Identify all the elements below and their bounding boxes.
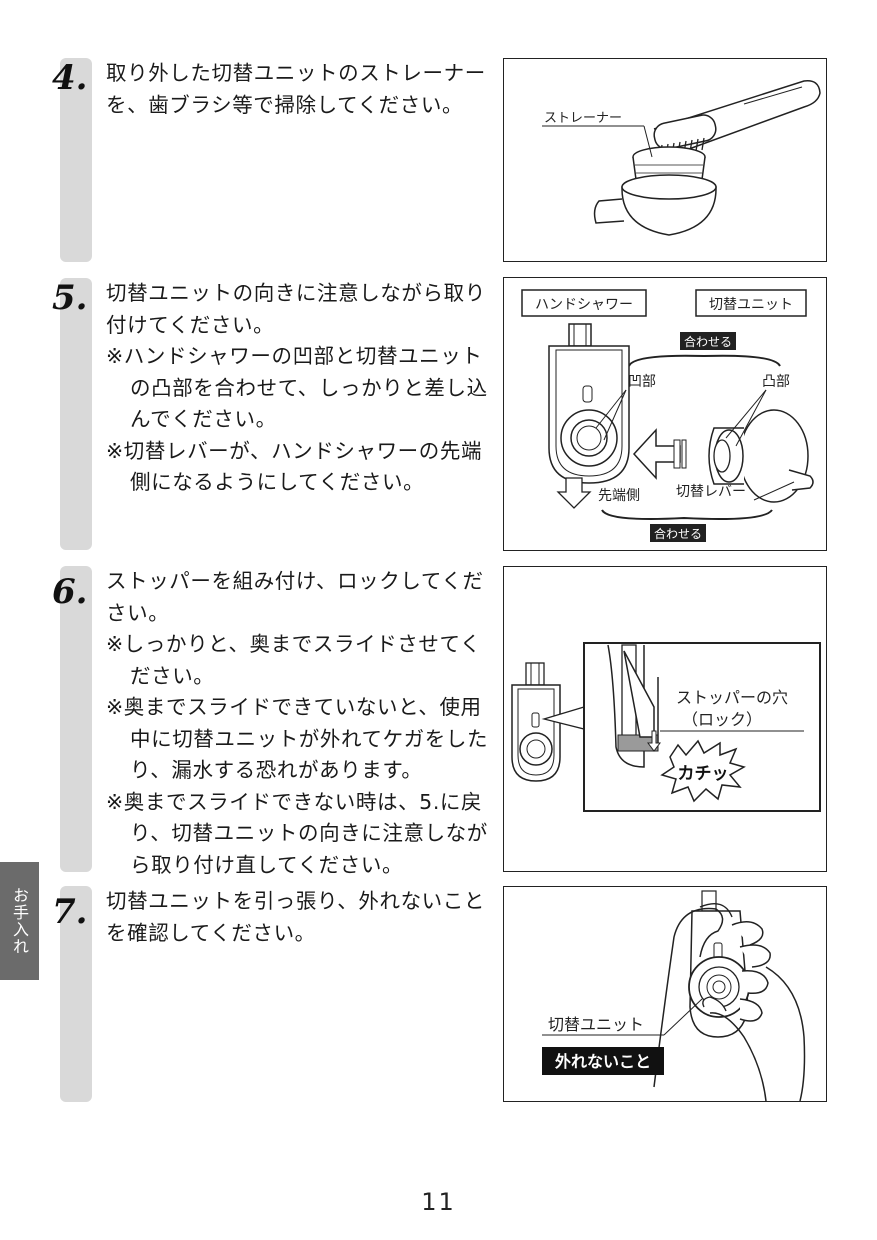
step-number: 4.	[52, 58, 88, 98]
note: ※切替レバーが、ハンドシャワーの先端側になるようにしてください。	[106, 438, 483, 495]
note: ※奥までスライドできない時は、5.に戻り、切替ユニットの向きに注意しながら取り付…	[106, 789, 488, 877]
note: ※奥までスライドできていないと、使用中に切替ユニットが外れてケガをしたり、漏水す…	[106, 695, 489, 782]
lever-label: 切替レバー	[676, 484, 746, 500]
step-number: 5.	[52, 278, 88, 318]
hand-shower-label: ハンドシャワー	[535, 297, 633, 313]
note: ※ハンドシャワーの凹部と切替ユニットの凸部を合わせて、しっかりと差し込んでくださ…	[106, 344, 488, 431]
step-bar	[60, 566, 92, 872]
instruction: 取り外した切替ユニットのストレーナーを、歯ブラシ等で掃除してください。	[106, 61, 486, 117]
instruction: 切替ユニットの向きに注意しながら取り付けてください。	[106, 281, 486, 337]
concave-label: 凹部	[628, 374, 656, 390]
figure-pull-check: 切替ユニット 外れないこと	[503, 886, 827, 1102]
step-text: 取り外した切替ユニットのストレーナーを、歯ブラシ等で掃除してください。	[106, 58, 498, 121]
tip-side-label: 先端側	[598, 488, 640, 504]
warning-label: 外れないこと	[554, 1052, 651, 1071]
step-text: ストッパーを組み付け、ロックしてください。 ※しっかりと、奥までスライドさせてく…	[106, 566, 498, 881]
instruction: ストッパーを組み付け、ロックしてください。	[106, 569, 484, 625]
step-bar	[60, 278, 92, 550]
step-bar	[60, 58, 92, 262]
lock-label: （ロック）	[682, 710, 762, 729]
step-number: 6.	[52, 572, 88, 612]
step-bar	[60, 886, 92, 1102]
align-bottom-badge: 合わせる	[654, 526, 702, 541]
align-top-badge: 合わせる	[684, 334, 732, 349]
figure-stopper-lock: ストッパーの穴 （ロック） カチッ	[503, 566, 827, 872]
step-text: 切替ユニットの向きに注意しながら取り付けてください。 ※ハンドシャワーの凹部と切…	[106, 278, 498, 499]
section-tab: お手入れ	[0, 862, 39, 980]
instruction: 切替ユニットを引っ張り、外れないことを確認してください。	[106, 889, 485, 945]
convex-label: 凸部	[762, 374, 790, 390]
figure-attach-unit: ハンドシャワー 切替ユニット 合わせる 凹部 先端側	[503, 277, 827, 551]
figure-strainer-cleaning: ストレーナー	[503, 58, 827, 262]
step-text: 切替ユニットを引っ張り、外れないことを確認してください。	[106, 886, 498, 949]
note: ※しっかりと、奥までスライドさせてください。	[106, 632, 482, 688]
step-number: 7.	[52, 892, 88, 932]
page-number: 11	[421, 1188, 456, 1216]
click-label: カチッ	[678, 764, 729, 784]
strainer-label: ストレーナー	[544, 111, 622, 126]
stopper-hole-label: ストッパーの穴	[676, 688, 788, 707]
unit-label: 切替ユニット	[548, 1015, 644, 1034]
switch-unit-label: 切替ユニット	[709, 297, 793, 313]
